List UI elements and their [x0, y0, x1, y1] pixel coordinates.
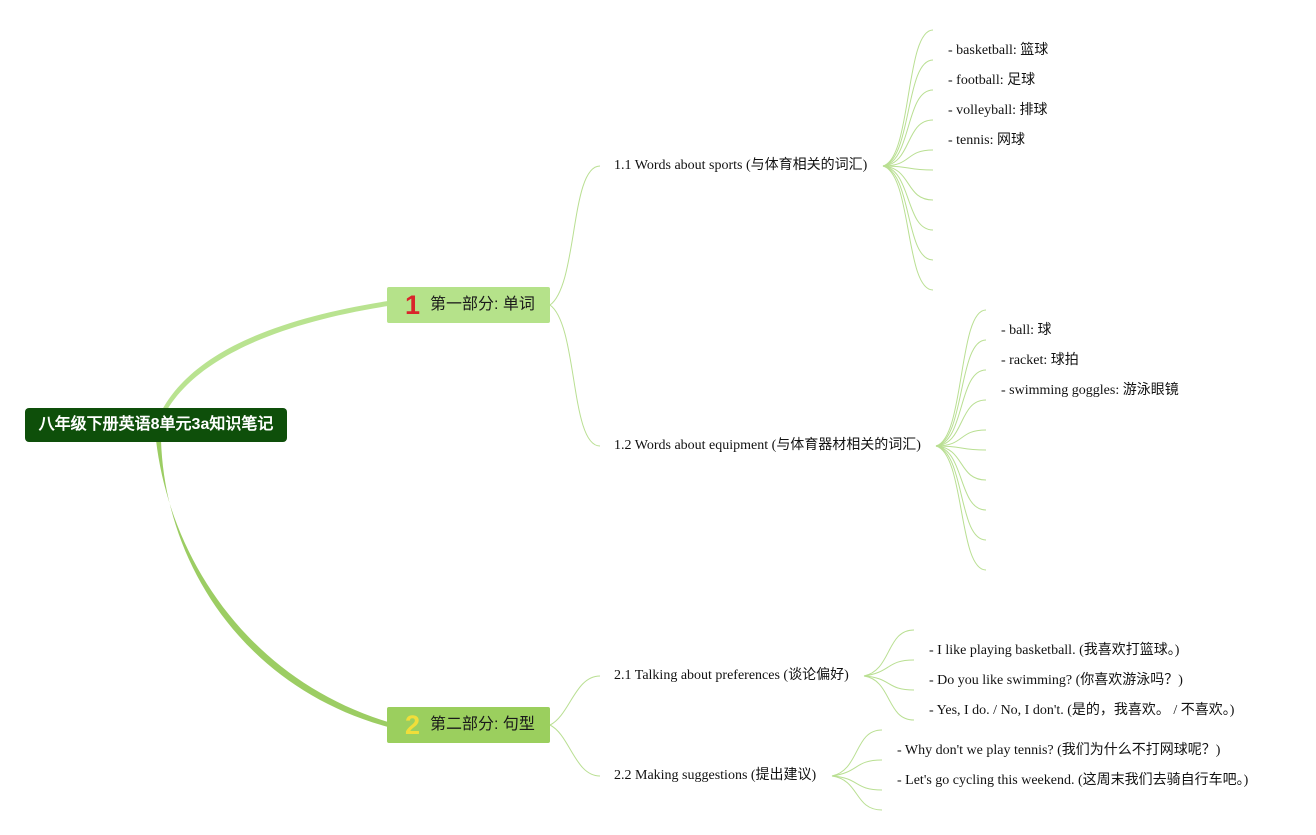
- part-2-number: 2: [405, 710, 421, 740]
- leaf-ball[interactable]: - ball: 球: [1001, 323, 1052, 338]
- link-part1-s12: [549, 304, 601, 447]
- leaf-volleyball[interactable]: - volleyball: 排球: [948, 103, 1048, 118]
- section-1-1-topic[interactable]: 1.1 Words about sports (与体育相关的词汇): [614, 158, 868, 173]
- part-1-number: 1: [405, 290, 421, 320]
- branch-root-part1: [162, 301, 388, 410]
- leaf-basketball[interactable]: - basketball: 篮球: [948, 43, 1049, 58]
- leaf-yes-no[interactable]: - Yes, I do. / No, I don't. (是的，我喜欢。 / 不…: [929, 703, 1235, 718]
- part-2-label: 第二部分: 句型: [430, 716, 535, 733]
- link-part2-s22: [549, 724, 601, 777]
- link-part2-s21: [549, 675, 601, 726]
- part-2-topic[interactable]: 2 第二部分: 句型: [387, 707, 550, 743]
- leaf-swimming-goggles[interactable]: - swimming goggles: 游泳眼镜: [1001, 383, 1179, 398]
- leaf-why-dont-we[interactable]: - Why don't we play tennis? (我们为什么不打网球呢？…: [897, 743, 1221, 758]
- branch-root-part2: [156, 440, 388, 727]
- leaf-lets-go-cycling[interactable]: - Let's go cycling this weekend. (这周末我们去…: [897, 773, 1249, 788]
- link-part1-s11: [549, 165, 601, 306]
- leaf-racket[interactable]: - racket: 球拍: [1001, 353, 1079, 368]
- root-topic[interactable]: 八年级下册英语8单元3a知识笔记: [25, 408, 287, 442]
- leaf-like-basketball[interactable]: - I like playing basketball. (我喜欢打篮球。): [929, 643, 1180, 658]
- leaf-football[interactable]: - football: 足球: [948, 73, 1036, 88]
- section-2-1-topic[interactable]: 2.1 Talking about preferences (谈论偏好): [614, 668, 849, 683]
- part-1-label: 第一部分: 单词: [430, 296, 535, 313]
- leaf-tennis[interactable]: - tennis: 网球: [948, 133, 1025, 148]
- part-1-topic[interactable]: 1 第一部分: 单词: [387, 287, 550, 323]
- section-2-2-topic[interactable]: 2.2 Making suggestions (提出建议): [614, 768, 817, 783]
- section-1-2-topic[interactable]: 1.2 Words about equipment (与体育器材相关的词汇): [614, 438, 921, 453]
- leaf-like-swimming[interactable]: - Do you like swimming? (你喜欢游泳吗？): [929, 673, 1183, 688]
